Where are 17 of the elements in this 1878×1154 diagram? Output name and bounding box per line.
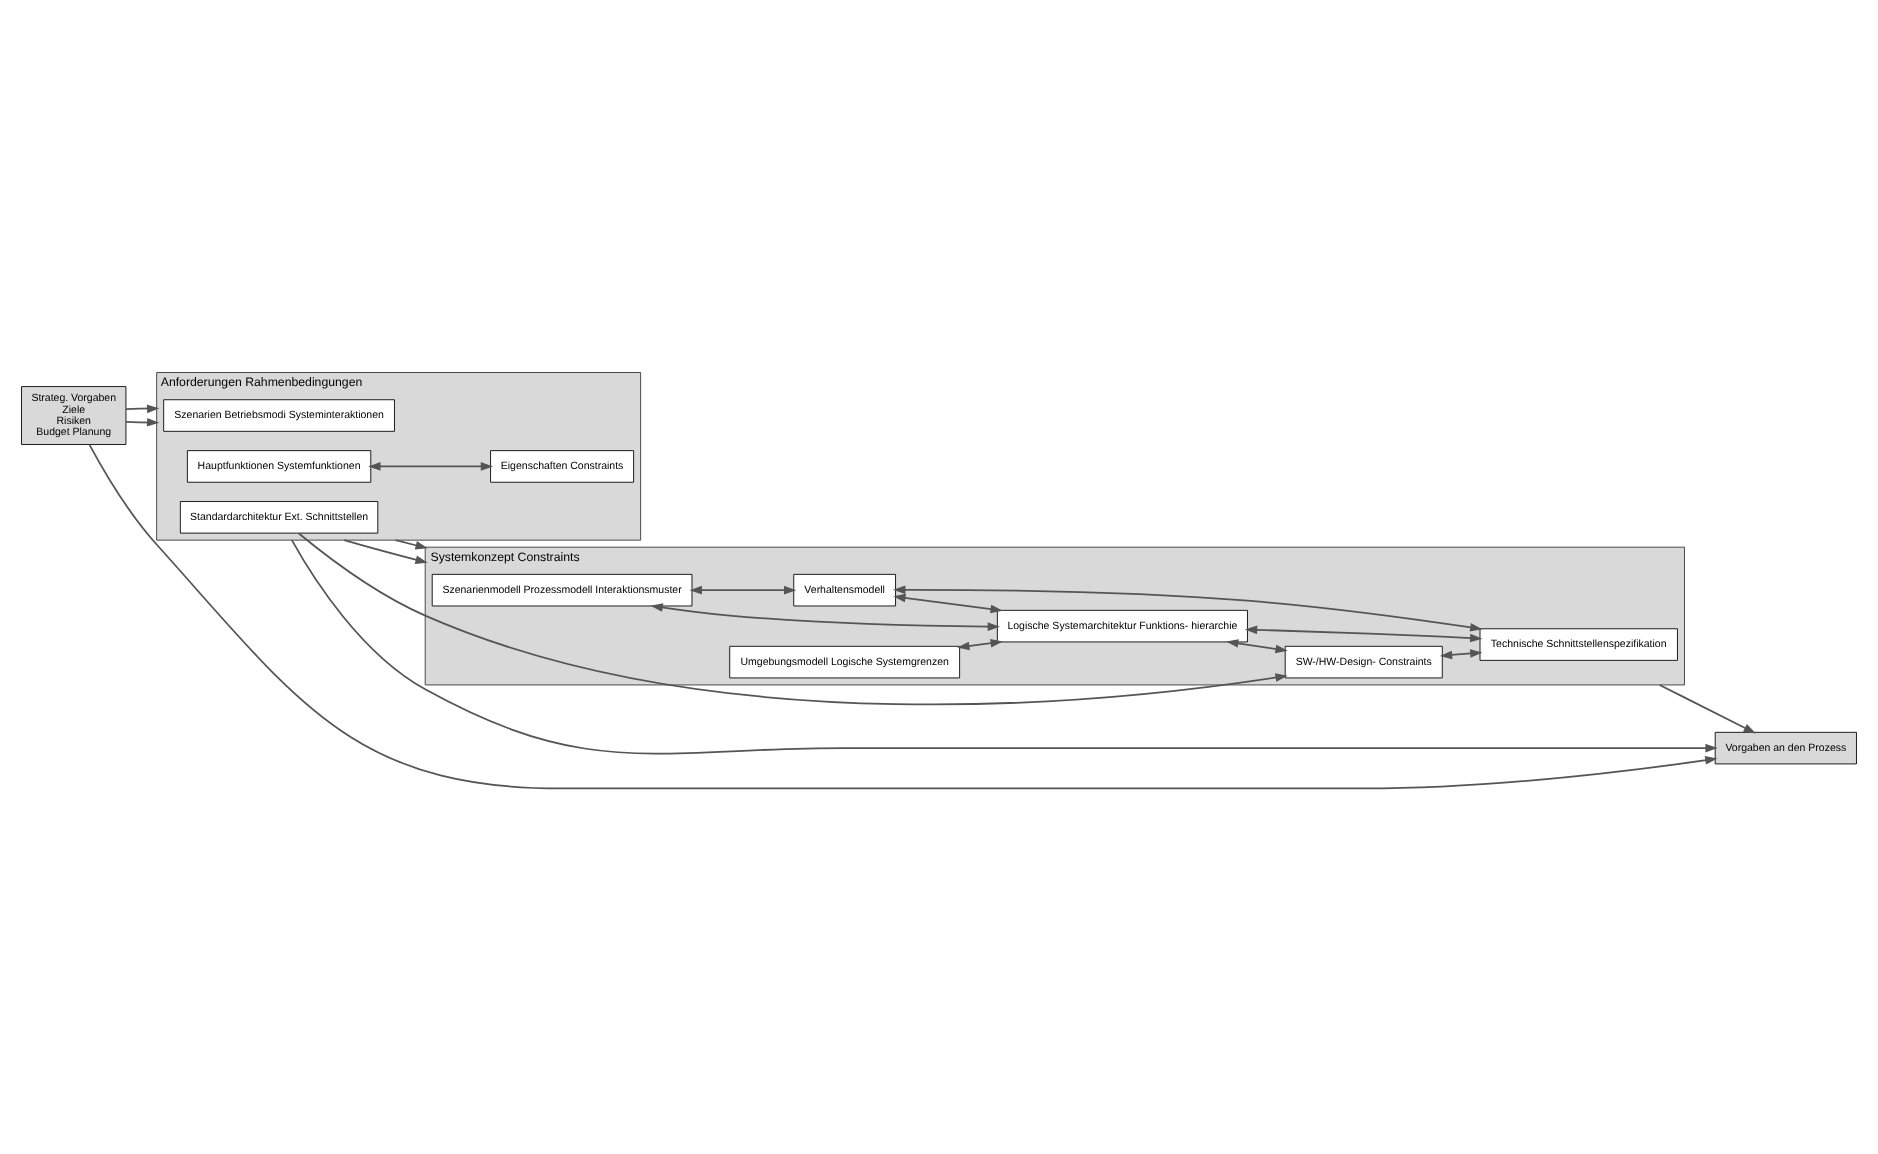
arrow [1226, 639, 1288, 654]
arrow [689, 585, 797, 595]
arrow [1658, 684, 1756, 734]
arrow [394, 539, 428, 550]
arrow [1439, 649, 1483, 660]
arrow [893, 593, 1003, 614]
arrow [368, 462, 494, 471]
arrow [125, 404, 160, 414]
arrow [1244, 625, 1483, 643]
arrow [957, 638, 1003, 651]
arrow [290, 539, 1718, 755]
arrow [650, 603, 1000, 631]
arrow [88, 443, 1718, 790]
arrow [125, 417, 160, 427]
arrow [297, 532, 1288, 705]
arrow [343, 539, 428, 564]
arrow [893, 585, 1483, 632]
